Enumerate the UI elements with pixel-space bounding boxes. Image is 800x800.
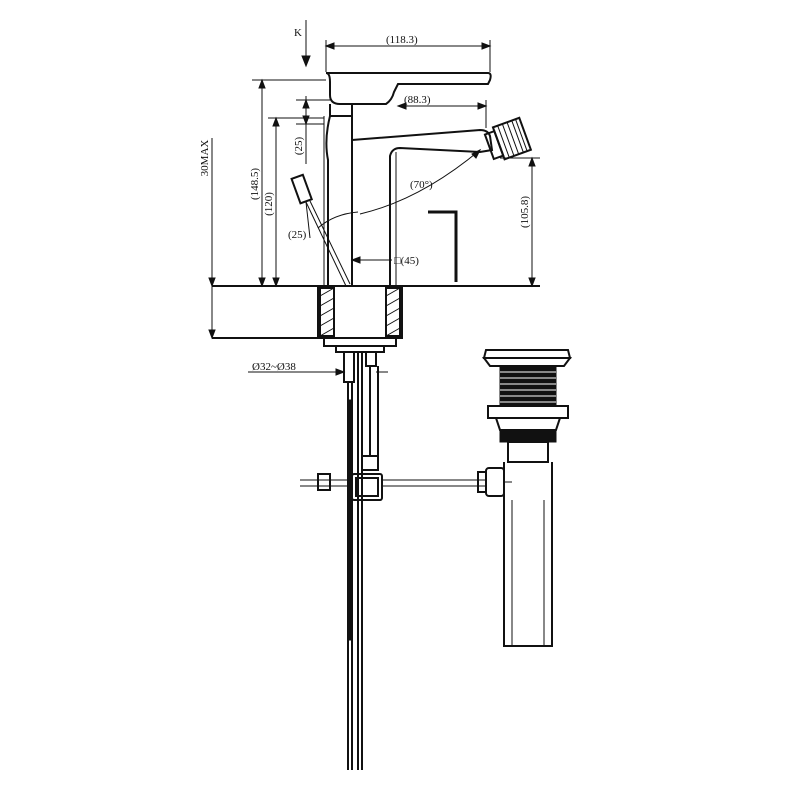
dim-top-width: (118.3) [386, 34, 418, 46]
lever-handle [325, 72, 492, 105]
popup-drain [477, 349, 572, 647]
dimension-labels: K (118.3) (88.3) (70°) (25) □(45) Ø32~Ø3… [199, 27, 531, 373]
lever-base [329, 104, 353, 117]
dim-nozzle-angle: (70°) [410, 179, 433, 191]
dimension-lines [208, 20, 540, 376]
dim-height-total: (148.5) [249, 168, 261, 200]
label-k: K [294, 27, 302, 39]
dim-height-spout: (105.8) [519, 196, 531, 228]
dim-swivel-angle: (25) [288, 229, 307, 241]
dim-lever-offset: (25) [293, 137, 305, 156]
body-column [325, 115, 353, 286]
dim-hole-diameter: Ø32~Ø38 [252, 361, 296, 373]
under-deck-plumbing [300, 351, 486, 770]
dim-height-body: (120) [263, 192, 275, 216]
spout [351, 128, 494, 286]
dim-spout-reach: (88.3) [404, 94, 431, 106]
dim-deck-thickness: 30MAX [199, 140, 211, 177]
popup-rod-shadow [309, 200, 351, 285]
countertop [212, 285, 540, 353]
dim-body-square: □(45) [394, 255, 419, 267]
popup-rod-knob [290, 173, 314, 205]
allen-key [428, 210, 458, 282]
nozzle [483, 116, 533, 161]
faucet-assembly [290, 72, 533, 287]
popup-rod [305, 201, 347, 287]
